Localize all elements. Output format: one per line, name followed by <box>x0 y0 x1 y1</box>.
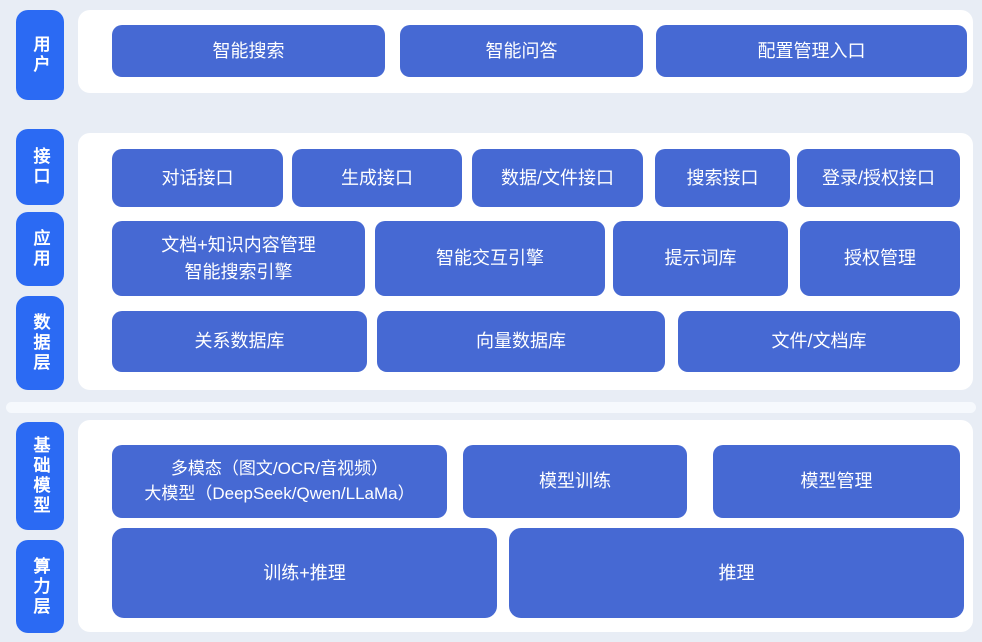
box-file-doc-store: 文件/文档库 <box>678 311 960 372</box>
box-multimodal-llm: 多模态（图文/OCR/音视频） 大模型（DeepSeek/Qwen/LLaMa） <box>112 445 447 518</box>
side-label-compute-layer: 算力层 <box>16 540 64 633</box>
side-label-interface: 接口 <box>16 129 64 205</box>
box-smart-qa: 智能问答 <box>400 25 643 77</box>
box-dialog-api: 对话接口 <box>112 149 283 207</box>
box-login-auth-api: 登录/授权接口 <box>797 149 960 207</box>
box-data-file-api: 数据/文件接口 <box>472 149 643 207</box>
side-label-foundation-model: 基础模型 <box>16 422 64 530</box>
box-doc-knowledge-line1: 文档+知识内容管理 <box>161 235 316 256</box>
box-multimodal-llm-line1: 多模态（图文/OCR/音视频） <box>170 458 389 478</box>
box-model-management: 模型管理 <box>713 445 960 518</box>
box-auth-management: 授权管理 <box>800 221 960 296</box>
box-doc-knowledge-line2: 智能搜索引擎 <box>184 261 293 282</box>
side-label-data-layer: 数据层 <box>16 296 64 390</box>
box-prompt-library: 提示词库 <box>613 221 788 296</box>
box-model-training: 模型训练 <box>463 445 687 518</box>
box-multimodal-llm-line2: 大模型（DeepSeek/Qwen/LLaMa） <box>144 483 415 503</box>
box-inference: 推理 <box>509 528 964 618</box>
box-doc-knowledge-search-engine: 文档+知识内容管理 智能搜索引擎 <box>112 221 365 296</box>
box-generation-api: 生成接口 <box>292 149 462 207</box>
box-training-inference: 训练+推理 <box>112 528 497 618</box>
section-divider-strip <box>6 402 976 413</box>
box-relational-db: 关系数据库 <box>112 311 367 372</box>
box-vector-db: 向量数据库 <box>377 311 665 372</box>
box-smart-interaction-engine: 智能交互引擎 <box>375 221 605 296</box>
box-search-api: 搜索接口 <box>655 149 790 207</box>
box-config-management-entry: 配置管理入口 <box>656 25 967 77</box>
side-label-user: 用户 <box>16 10 64 100</box>
box-smart-search: 智能搜索 <box>112 25 385 77</box>
side-label-application: 应用 <box>16 212 64 286</box>
